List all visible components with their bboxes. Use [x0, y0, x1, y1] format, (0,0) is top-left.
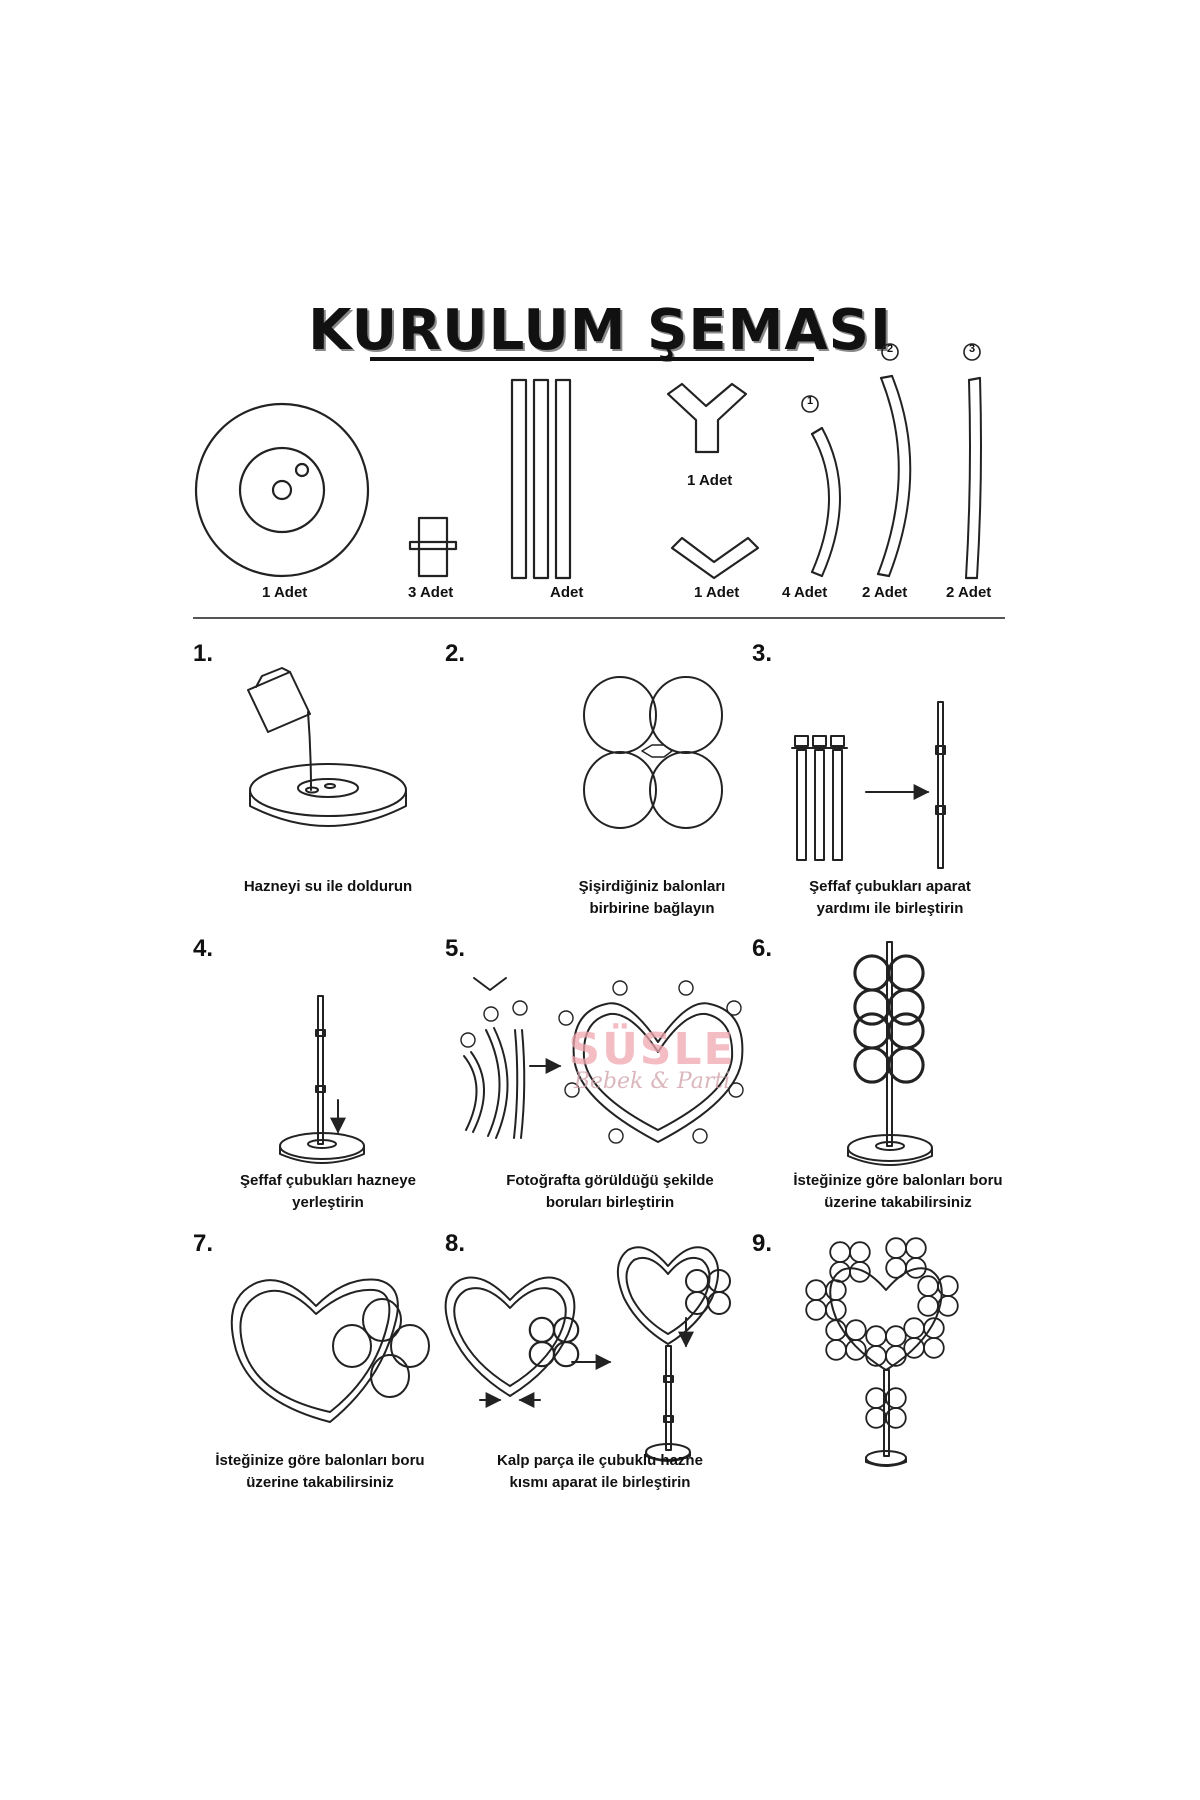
step-7-illustration	[230, 1278, 430, 1423]
step-3-caption: Şeffaf çubukları aparat yardımı ile birl…	[809, 878, 971, 917]
step-3-number: 3.	[752, 640, 773, 667]
connector-part	[408, 516, 458, 578]
step-4-number: 4.	[193, 935, 214, 962]
step-8-number: 8.	[445, 1230, 466, 1257]
step-2-number: 2.	[445, 640, 466, 667]
step-6-number: 6.	[752, 935, 773, 962]
watermark-tagline: Bebek & Parti	[573, 1069, 731, 1094]
step-7-number: 7.	[193, 1230, 214, 1257]
step-5-number: 5.	[445, 935, 466, 962]
tube-2-qty: 2 Adet	[862, 584, 908, 601]
tube-1-qty: 4 Adet	[782, 584, 828, 601]
title-underline	[370, 357, 814, 361]
step-5-illustration	[460, 977, 744, 1144]
tube-1-marker: 1	[806, 395, 814, 407]
step-6-illustration	[847, 941, 933, 1166]
base-part	[194, 402, 370, 578]
step-9-number: 9.	[752, 1230, 773, 1257]
tube-3-part	[963, 343, 982, 580]
rods-part	[510, 378, 572, 580]
tube-3-marker: 3	[968, 343, 976, 355]
connector-qty: 3 Adet	[408, 584, 454, 601]
v-joint-part	[670, 536, 760, 580]
rods-qty: Adet	[550, 584, 584, 601]
step-4-illustration	[279, 995, 365, 1164]
tube-2-part	[876, 343, 912, 578]
tube-2-marker: 2	[886, 343, 894, 355]
y-joint-qty: 1 Adet	[687, 472, 733, 489]
step-6-caption: İsteğinize göre balonları boru üzerine t…	[793, 1172, 1003, 1211]
step-9-illustration	[805, 1237, 959, 1467]
step-2-caption: Şişirdiğiniz balonları birbirine bağlayı…	[578, 878, 726, 917]
step-8-illustration	[444, 1246, 731, 1462]
watermark-brand: SÜSLE	[568, 1024, 736, 1075]
step-7-caption: İsteğinize göre balonları boru üzerine t…	[215, 1452, 425, 1491]
brand-watermark: SÜSLE Bebek & Parti	[562, 1024, 742, 1094]
step-3-illustration	[791, 701, 946, 869]
section-separator	[193, 617, 1005, 619]
tube-3-qty: 2 Adet	[946, 584, 992, 601]
step-2-illustration	[583, 676, 723, 829]
step-1-caption: Hazneyi su ile doldurun	[243, 878, 413, 895]
base-qty: 1 Adet	[262, 584, 308, 601]
step-4-caption: Şeffaf çubukları hazneye yerleştirin	[240, 1172, 416, 1211]
diagram-title: KURULUM ŞEMASI	[308, 298, 892, 363]
step-1-illustration	[247, 667, 407, 827]
y-joint-part	[666, 382, 748, 454]
v-joint-qty: 1 Adet	[694, 584, 740, 601]
step-8-caption: Kalp parça ile çubuklu hazne kısmı apara…	[497, 1452, 703, 1491]
step-1-number: 1.	[193, 640, 214, 667]
step-5-caption: Fotoğrafta görüldüğü şekilde boruları bi…	[506, 1172, 714, 1211]
tube-1-part	[801, 395, 841, 578]
